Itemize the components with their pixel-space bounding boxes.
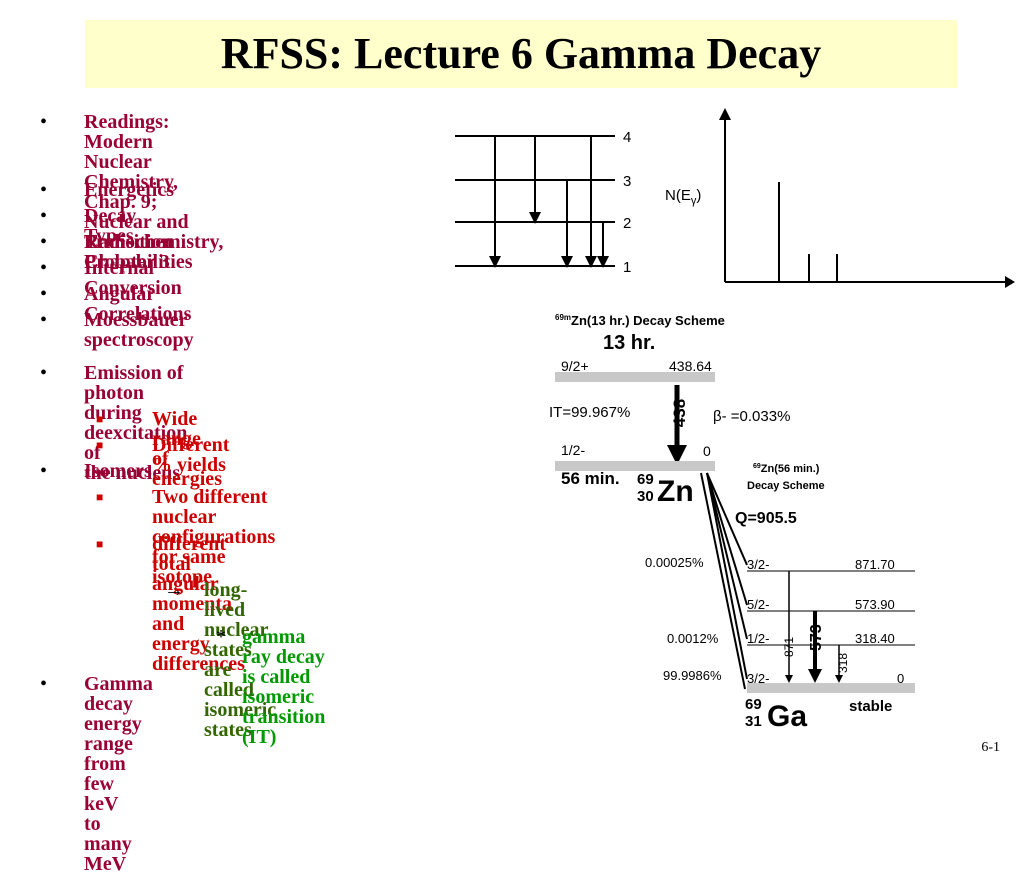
- bullet-icon: •: [40, 231, 48, 253]
- it-label: IT=99.967%: [549, 404, 630, 421]
- zn-symbol: Zn: [657, 475, 694, 508]
- ga-atomic-number: 31: [745, 713, 762, 730]
- ga-energy-871: 871.70: [855, 557, 895, 572]
- zn-mass-number: 69: [637, 471, 654, 488]
- ga-spin-871: 3/2-: [747, 557, 769, 572]
- beta-branches: [700, 472, 748, 690]
- bullet-text: Angular Correlations: [84, 283, 192, 325]
- bullet-icon: •: [40, 205, 48, 227]
- zn-atomic-number: 30: [637, 488, 654, 505]
- energy-level-figure: 4 3 2 1 N(Eγ): [455, 108, 1015, 288]
- sub-sub-sub-bullet-text: gamma ray decay is called isomeric trans…: [242, 626, 326, 748]
- level-bar-438: [555, 372, 715, 382]
- ga-energy-573: 573.90: [855, 597, 895, 612]
- bullet-icon: •: [40, 111, 48, 133]
- energy-top: 438.64: [669, 358, 712, 374]
- bullet-icon: •: [40, 283, 48, 305]
- spin-top: 9/2+: [561, 358, 589, 374]
- gamma-573: 573: [808, 624, 825, 651]
- q-value: Q=905.5: [735, 510, 797, 527]
- bullet-text: Isomers: [84, 460, 152, 482]
- bullet-text: Moessbauer spectroscopy: [84, 309, 194, 351]
- title-bar: RFSS: Lecture 6 Gamma Decay: [85, 20, 957, 88]
- spin-gs: 1/2-: [561, 442, 585, 458]
- bullet-text: Decay Types: [84, 205, 137, 247]
- sub-sub-bullet-text: long-lived nuclear states are called iso…: [204, 579, 277, 741]
- level-label-4: 4: [623, 129, 631, 146]
- sub-header-2: Decay Scheme: [747, 480, 825, 492]
- branch-318: 0.0012%: [667, 631, 719, 646]
- slide-title: RFSS: Lecture 6 Gamma Decay: [220, 29, 822, 78]
- square-bullet-icon: ■: [96, 412, 104, 426]
- sub-bullet-text: Wide range of energies: [152, 408, 222, 490]
- bullet-icon: •: [40, 460, 48, 482]
- spectrum-ylabel: N(Eγ): [665, 187, 701, 207]
- stable-label: stable: [849, 698, 892, 715]
- decay-scheme-figure: 69mZn(13 hr.) Decay Scheme 13 hr. 9/2+ 4…: [535, 305, 945, 735]
- level-label-3: 3: [623, 173, 631, 190]
- decay-scheme-header: 69mZn(13 hr.) Decay Scheme: [555, 313, 725, 328]
- bullet-icon: •: [40, 179, 48, 201]
- halflife-gs: 56 min.: [561, 469, 620, 488]
- energy-gs: 0: [703, 443, 711, 459]
- slide-number: 6-1: [981, 740, 1000, 755]
- gamma-318: 318: [836, 653, 850, 673]
- square-bullet-icon: ■: [96, 490, 104, 504]
- bullet-text: Readings: Modern Nuclear Chemistry, Chap…: [84, 111, 224, 273]
- beta-label: β- =0.033%: [713, 408, 790, 425]
- bullet-text: Energetics: [84, 179, 174, 201]
- ga-level-gs: [747, 683, 915, 693]
- bullet-text: Gamma decay energy range from few keV to…: [84, 673, 153, 875]
- sub-bullet-text: different total angular momenta and ener…: [152, 533, 245, 675]
- ga-mass-number: 69: [745, 696, 762, 713]
- halflife-top: 13 hr.: [603, 332, 655, 354]
- spectrum-axes: [724, 120, 1005, 283]
- star-bullet-icon: *: [216, 626, 226, 648]
- ga-spin-318: 1/2-: [747, 631, 769, 646]
- sub-header: 69Zn(56 min.): [753, 463, 820, 475]
- bullet-text: Transition Probabilities: [84, 231, 193, 273]
- ga-spin-573: 5/2-: [747, 597, 769, 612]
- bullet-text: Internal Conversion: [84, 257, 182, 299]
- arrow-bullet-icon: →: [164, 579, 184, 601]
- gamma-871: 871: [782, 637, 796, 657]
- bullet-icon: •: [40, 257, 48, 279]
- bullet-icon: •: [40, 309, 48, 331]
- ga-energy-318: 318.40: [855, 631, 895, 646]
- ga-spin-gs: 3/2-: [747, 671, 769, 686]
- ga-symbol: Ga: [767, 700, 807, 733]
- square-bullet-icon: ■: [96, 537, 104, 551]
- branch-gs: 99.9986%: [663, 668, 722, 683]
- level-label-2: 2: [623, 215, 631, 232]
- ga-energy-gs: 0: [897, 671, 904, 686]
- branch-871: 0.00025%: [645, 555, 704, 570]
- it-energy-label: 438: [670, 399, 689, 427]
- square-bullet-icon: ■: [96, 438, 104, 452]
- sub-bullet-text: Two different nuclear configurations for…: [152, 486, 276, 588]
- sub-bullet-text: Different % yields: [152, 434, 230, 476]
- level-bar-zn-gs: [555, 461, 715, 471]
- bullet-icon: •: [40, 362, 48, 384]
- bullet-icon: •: [40, 673, 48, 695]
- level-label-1: 1: [623, 259, 631, 276]
- bullet-text: Emission of photon during deexcitation o…: [84, 362, 188, 484]
